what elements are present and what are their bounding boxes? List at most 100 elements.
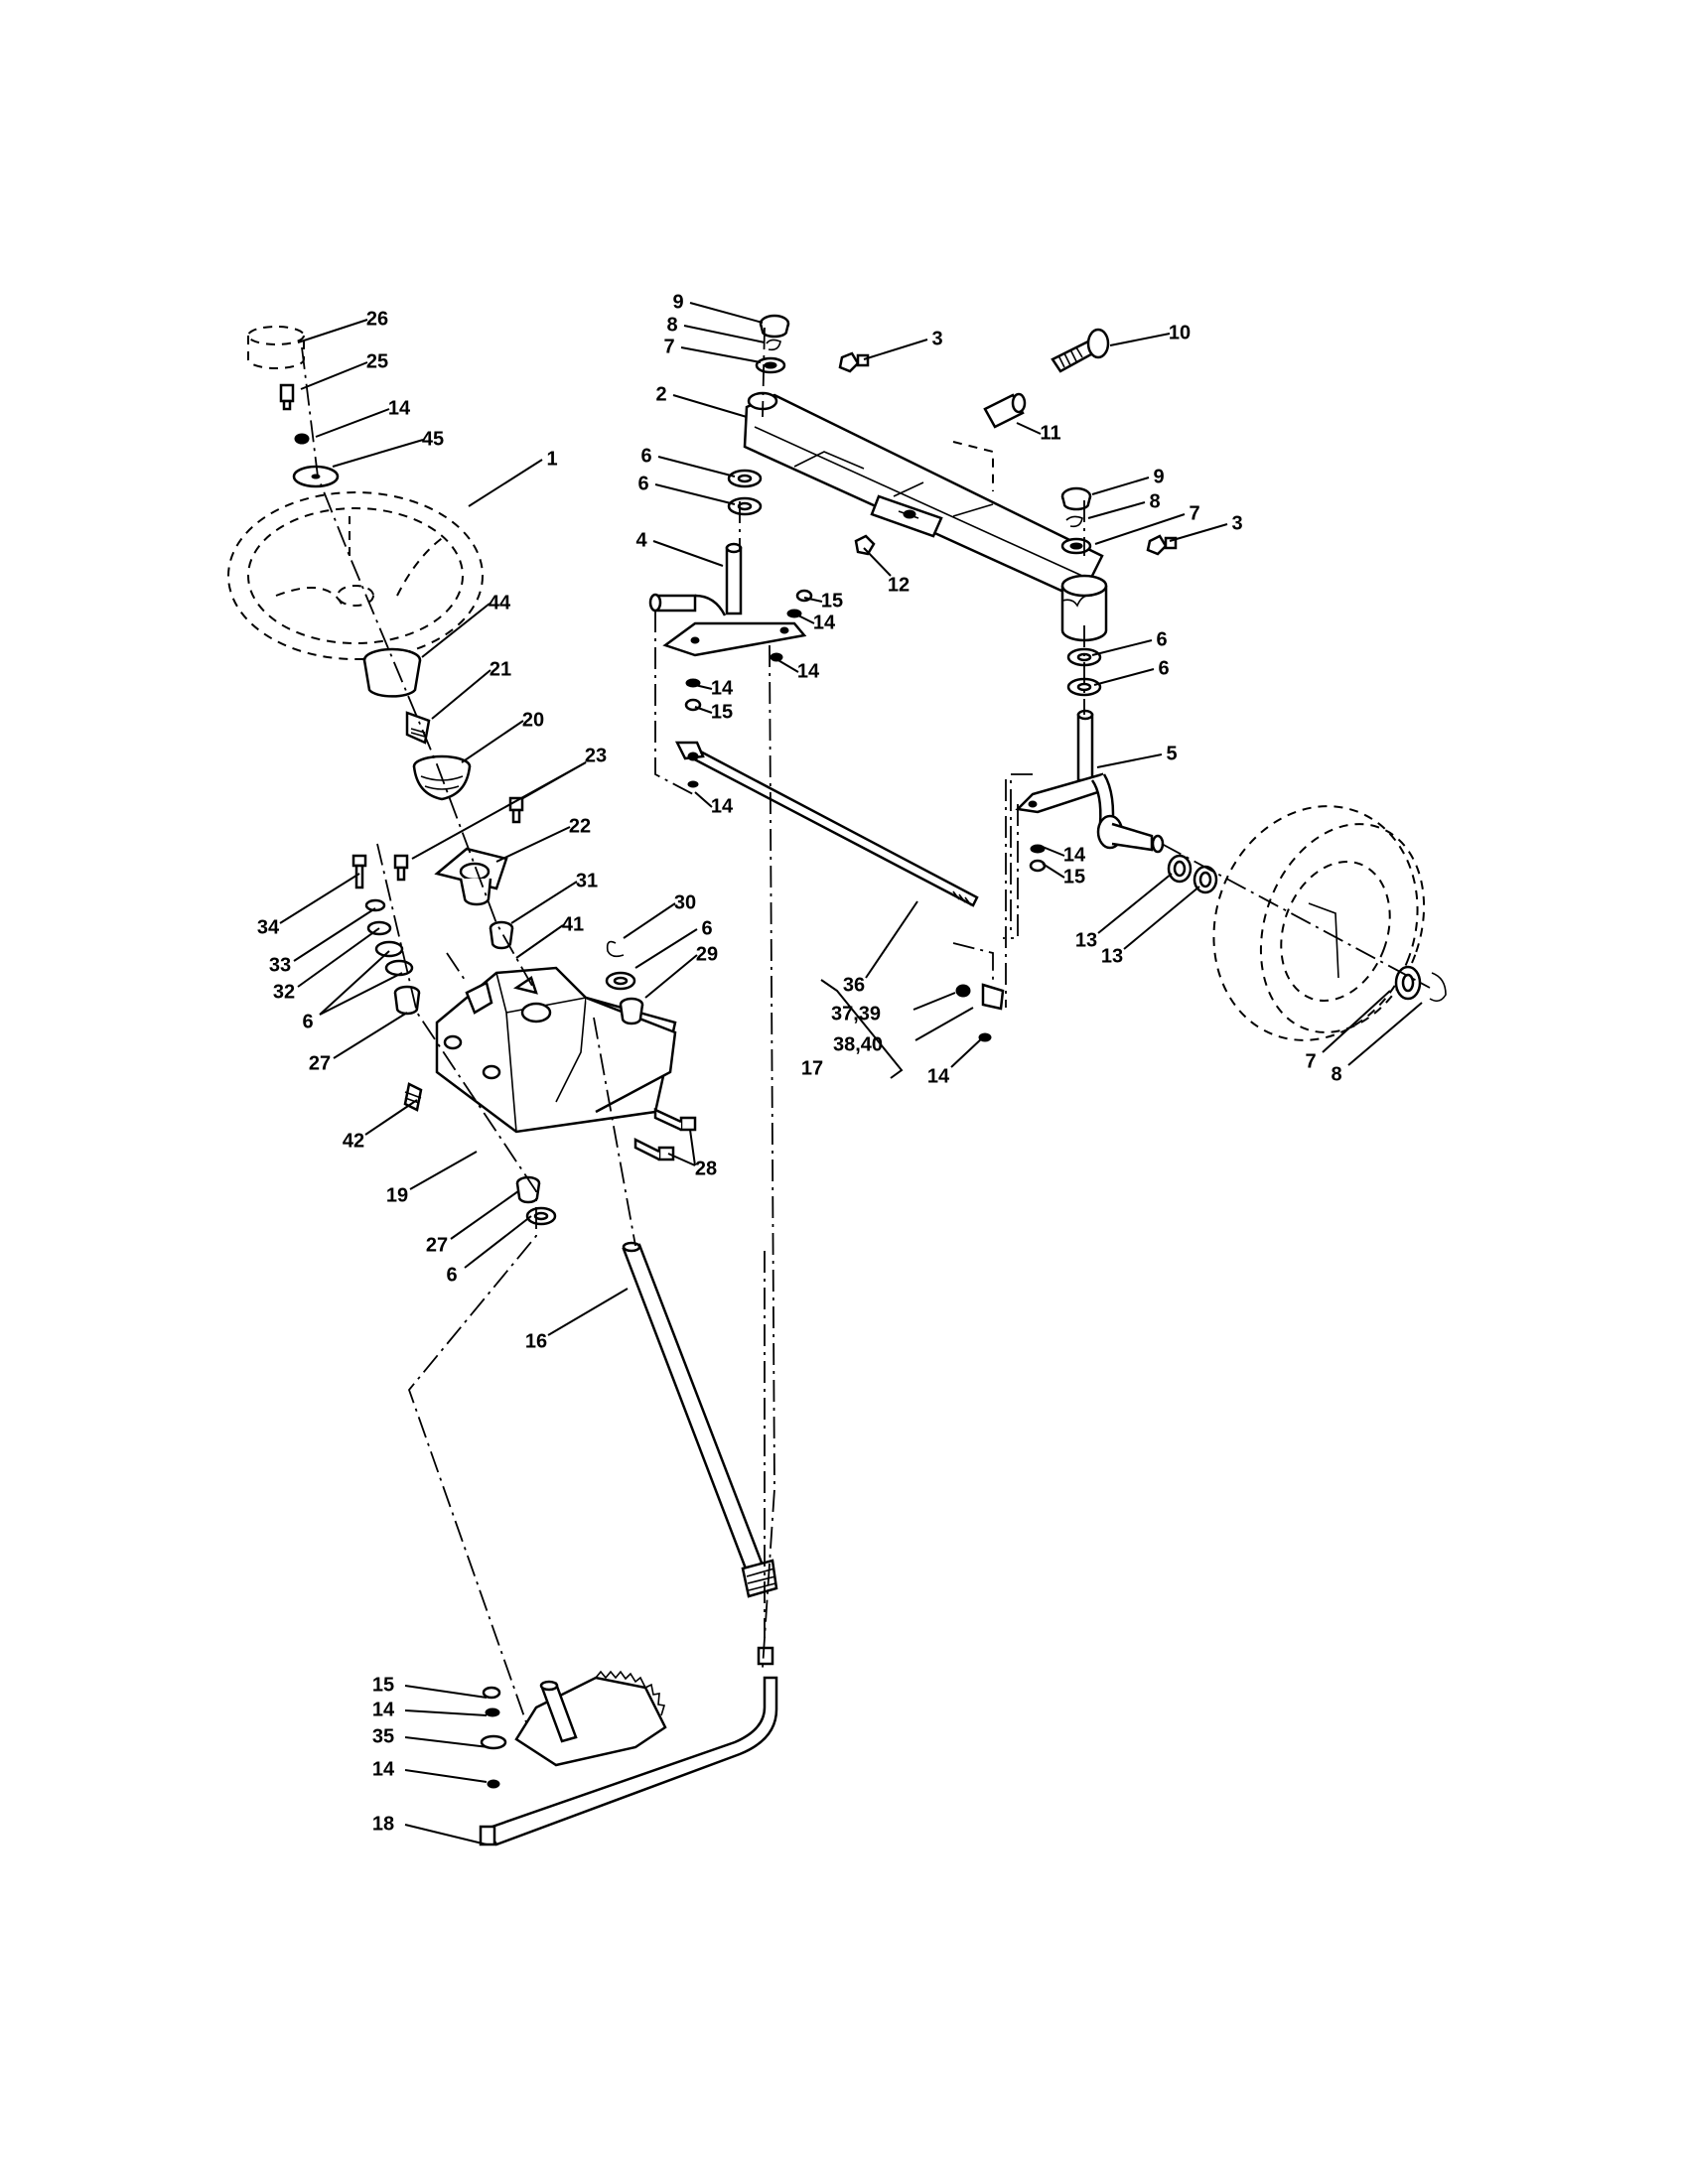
part-label-c6c: 6 — [446, 1264, 457, 1286]
nut-15-washer-14-sector — [480, 1686, 507, 1789]
steering-shaft-16 — [622, 1241, 778, 1598]
leader-line-c9a — [689, 302, 764, 324]
part-label-c6b: 6 — [701, 917, 712, 939]
bolt-34 — [351, 854, 367, 889]
part-label-c14g: 14 — [711, 795, 734, 817]
part-label-c15d: 15 — [1063, 866, 1085, 887]
part-label-c9b: 9 — [1153, 466, 1164, 487]
bolts-28 — [633, 1108, 697, 1161]
leader-line-c28 — [689, 1129, 696, 1166]
washer-6-lower — [525, 1206, 557, 1226]
part-label-c6d: 6 — [640, 445, 651, 467]
leader-line-c14i — [950, 1036, 984, 1068]
callout-layer: 2625144514421202322343133326413062927422… — [257, 291, 1423, 1845]
part-label-c42: 42 — [343, 1130, 364, 1152]
leader-line-c6d — [657, 456, 736, 478]
spindle-5 — [1015, 709, 1165, 854]
leader-line-c14b — [404, 1709, 488, 1716]
leader-line-c32 — [297, 927, 380, 988]
part-label-c5: 5 — [1166, 743, 1177, 764]
part-label-c3a: 3 — [931, 328, 942, 349]
axle-2 — [743, 391, 1108, 642]
ring-8-right — [1065, 515, 1083, 528]
leader-line-c6g — [1093, 668, 1155, 686]
part-label-c14c: 14 — [372, 1758, 395, 1780]
part-label-c14b: 14 — [372, 1699, 395, 1720]
washer-7-right — [1060, 537, 1092, 555]
nuts-washers-14-15-right — [1029, 844, 1047, 873]
part-label-c10: 10 — [1169, 322, 1191, 343]
leader-line-c13a — [1097, 873, 1173, 934]
part-label-c34: 34 — [257, 916, 280, 938]
leader-line-c1 — [468, 459, 543, 507]
fitting-3-left — [838, 351, 870, 373]
leader-line-c14d — [793, 613, 815, 624]
spindle-4 — [648, 542, 807, 657]
part-label-c45: 45 — [422, 428, 444, 450]
washer-14-top — [294, 433, 310, 445]
part-label-c14a: 14 — [388, 397, 411, 419]
part-label-c20: 20 — [522, 709, 544, 731]
part-label-c17: 17 — [801, 1057, 823, 1079]
leader-line-c41 — [515, 924, 564, 959]
part-label-c8b: 8 — [1149, 490, 1160, 512]
leader-line-c3b — [1169, 523, 1228, 542]
leader-line-c34 — [279, 873, 360, 924]
part-label-c27a: 27 — [309, 1052, 331, 1074]
leader-line-c31 — [510, 881, 578, 924]
leader-line-c19 — [409, 1151, 478, 1190]
part-label-c2: 2 — [655, 383, 666, 405]
part-label-c38: 38,40 — [833, 1033, 883, 1055]
part-label-c6a: 6 — [302, 1011, 313, 1032]
leader-line-c15b — [803, 597, 823, 603]
leader-line-c36 — [865, 900, 918, 979]
washer-45 — [292, 465, 340, 488]
leader-line-c28b — [667, 1153, 696, 1166]
part-label-c6g: 6 — [1158, 657, 1169, 679]
leader-line-c14h — [1042, 846, 1065, 857]
washer-7-left — [755, 356, 786, 374]
part-label-c33: 33 — [269, 954, 291, 976]
leader-line-c6c — [464, 1215, 532, 1269]
part-label-c30: 30 — [674, 891, 696, 913]
part-label-c18: 18 — [372, 1813, 394, 1835]
part-label-c27b: 27 — [426, 1234, 448, 1256]
leader-line-c30 — [623, 902, 676, 939]
part-label-c4: 4 — [635, 529, 647, 551]
part-label-c7c: 7 — [1305, 1050, 1316, 1072]
leader-line-c8a — [683, 325, 766, 343]
washers-6-left-spindle — [727, 469, 763, 516]
washers-33-32-6 — [364, 898, 421, 1016]
part-label-c21: 21 — [490, 658, 511, 680]
part-label-c6e: 6 — [637, 473, 648, 494]
spacer-11-ghost — [952, 441, 994, 491]
leader-line-c6ab — [319, 972, 403, 1016]
leader-line-c2 — [672, 394, 748, 418]
leader-line-c25 — [300, 361, 368, 390]
leader-line-c23b — [411, 761, 587, 860]
part-label-c15b: 15 — [821, 590, 843, 612]
part-label-c14i: 14 — [927, 1065, 950, 1087]
part-label-c1: 1 — [546, 448, 557, 470]
part-label-c19: 19 — [386, 1184, 408, 1206]
leader-line-c13b — [1123, 886, 1200, 950]
leader-line-c45 — [332, 439, 424, 468]
leader-line-c16 — [547, 1288, 629, 1336]
leader-line-c8b — [1087, 501, 1146, 519]
part-label-c14d: 14 — [813, 612, 836, 633]
part-label-c14h: 14 — [1063, 844, 1086, 866]
centerlines — [301, 327, 1431, 1723]
part-label-c7b: 7 — [1189, 502, 1199, 524]
part-label-c6f: 6 — [1156, 628, 1167, 650]
sector-gear-35 — [514, 1670, 667, 1767]
leader-line-c4 — [652, 540, 724, 567]
leader-line-c20 — [461, 720, 524, 763]
drag-link-18 — [479, 1646, 778, 1846]
part-label-c44: 44 — [489, 592, 511, 614]
cap-9-right — [1060, 486, 1092, 511]
leader-line-c37 — [912, 992, 956, 1011]
washers-13 — [1167, 854, 1218, 894]
part-label-c16: 16 — [525, 1330, 547, 1352]
wheel-tire — [1212, 805, 1426, 1041]
